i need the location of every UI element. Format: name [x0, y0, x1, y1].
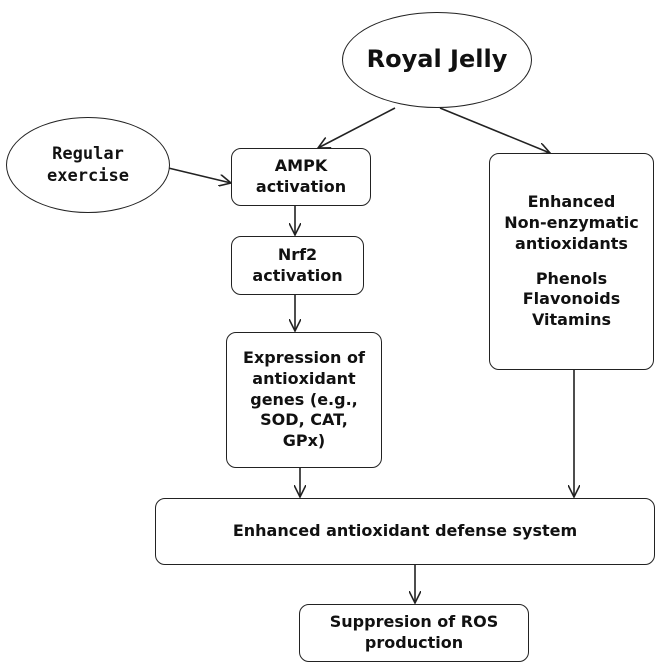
antioxidant-compounds-label: Phenols Flavonoids Vitamins	[522, 268, 621, 330]
royal-jelly-label: Royal Jelly	[366, 45, 508, 74]
arrow-royal-jelly-to-ampk	[318, 107, 396, 148]
antioxidant-gene-expression-box: Expression of antioxidant genes (e.g., S…	[226, 332, 382, 468]
regular-exercise-node: Regular exercise	[6, 117, 170, 213]
arrow-royal-jelly-to-enhanced-nonenzymatic	[439, 107, 550, 153]
enhanced-nonenzymatic-label: Enhanced Non-enzymatic antioxidants	[504, 192, 639, 253]
ros-suppression-label: Suppresion of ROS production	[329, 612, 499, 652]
nrf2-activation-label: Nrf2 activation	[252, 244, 343, 285]
royal-jelly-node: Royal Jelly	[342, 12, 532, 108]
antioxidant-defense-system-box: Enhanced antioxidant defense system	[155, 498, 655, 565]
arrow-exercise-to-ampk	[159, 165, 231, 183]
enhanced-nonenzymatic-box: Enhanced Non-enzymatic antioxidants Phen…	[489, 153, 654, 370]
regular-exercise-label: Regular exercise	[47, 143, 129, 186]
antioxidant-defense-system-label: Enhanced antioxidant defense system	[232, 521, 578, 541]
antioxidant-gene-expression-label: Expression of antioxidant genes (e.g., S…	[243, 348, 365, 451]
ros-suppression-box: Suppresion of ROS production	[299, 604, 529, 662]
nrf2-activation-box: Nrf2 activation	[231, 236, 364, 295]
ampk-activation-box: AMPK activation	[231, 148, 371, 206]
ampk-activation-label: AMPK activation	[255, 156, 347, 196]
